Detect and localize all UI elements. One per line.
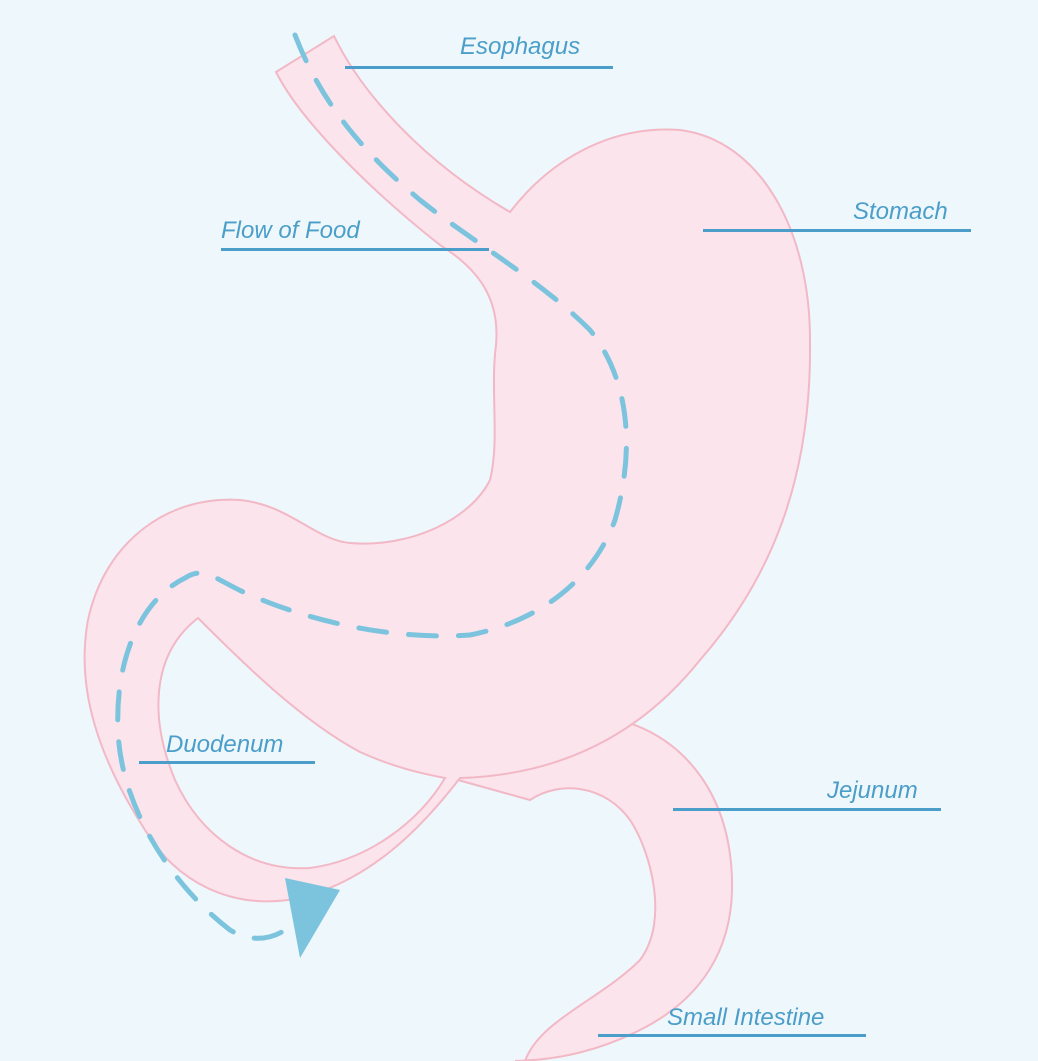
duodenum-label: Duodenum [166,733,283,757]
flow-of-food-leader-line [221,248,489,251]
jejunum-label: Jejunum [827,779,918,803]
stomach-label: Stomach [853,200,948,224]
jejunum-leader-line [673,808,941,811]
flow-arrowhead [285,878,340,958]
duodenum-leader-line [139,761,315,764]
esophagus-label: Esophagus [460,35,580,59]
small-intestine-label: Small Intestine [667,1006,824,1030]
flow-of-food-label: Flow of Food [221,219,360,243]
stomach-leader-line [703,229,971,232]
esophagus-leader-line [345,66,613,69]
small-intestine-leader-line [598,1034,866,1037]
